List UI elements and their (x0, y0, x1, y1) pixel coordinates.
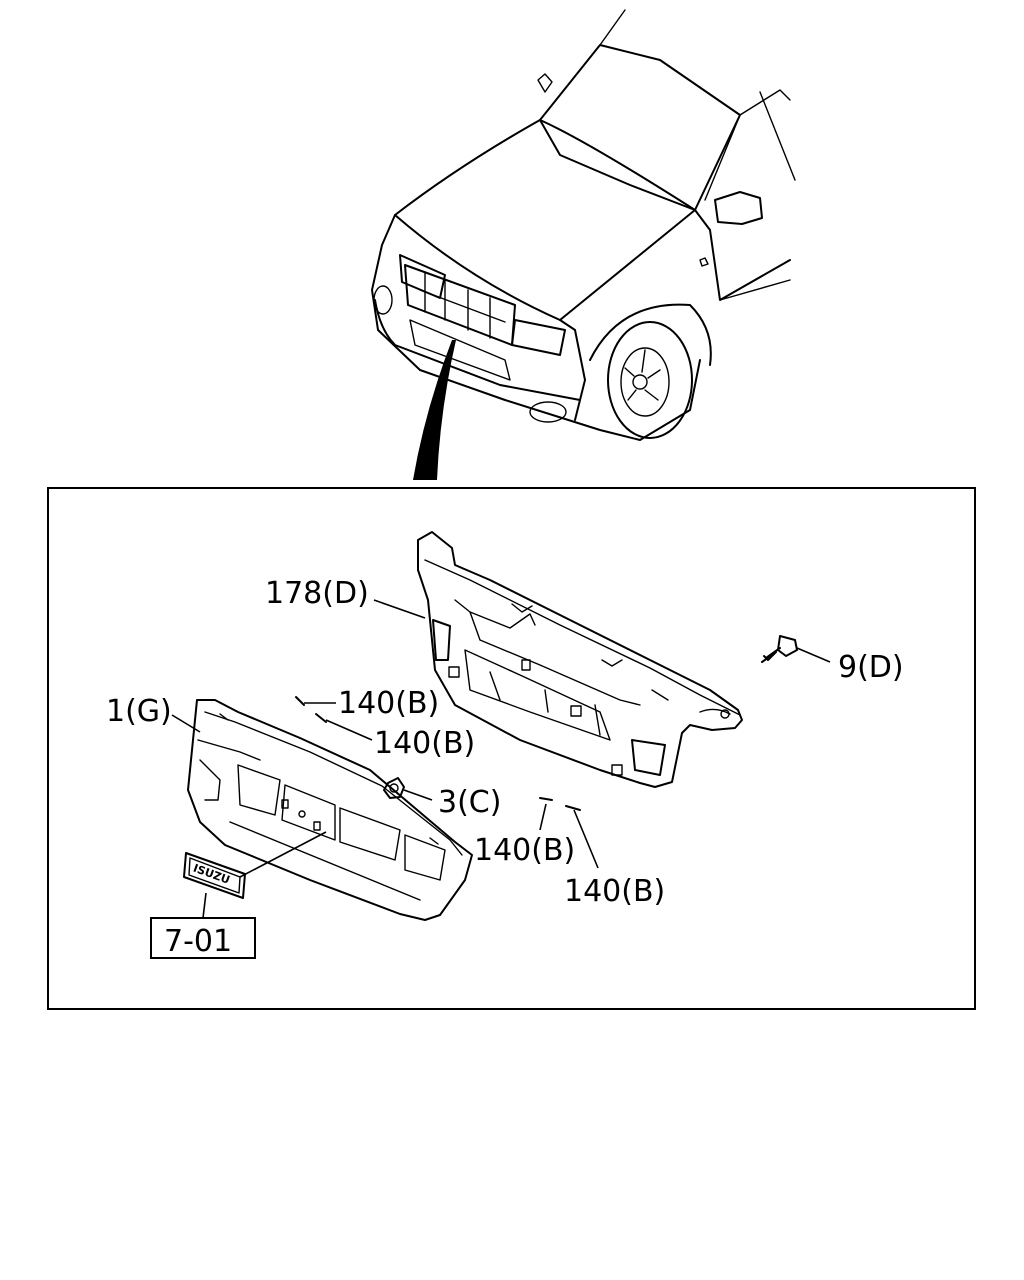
radiator-grille (187, 699, 473, 921)
screw-part (761, 635, 798, 663)
label-clip-c: 140(B) (474, 833, 575, 868)
label-clip-a: 140(B) (338, 686, 439, 721)
label-screw: 9(D) (838, 650, 904, 685)
label-clip-b: 140(B) (374, 726, 475, 761)
label-bracket: 178(D) (265, 576, 369, 611)
isuzu-emblem: ISUZU (183, 852, 246, 899)
vehicle-illustration (371, 9, 796, 480)
label-ref-box: 7-01 (164, 924, 232, 959)
label-clip-d: 140(B) (564, 874, 665, 909)
reference-box (150, 917, 256, 959)
leader-lines (171, 599, 831, 919)
clip-parts (295, 696, 581, 811)
grille-bracket (417, 531, 743, 788)
detail-frame (47, 487, 976, 1010)
label-grille: 1(G) (106, 694, 172, 729)
label-emblem-nut: 3(C) (438, 785, 501, 820)
part-labels: 178(D) 9(D) 140(B) 140(B) 1(G) 3(C) 140(… (106, 576, 904, 959)
